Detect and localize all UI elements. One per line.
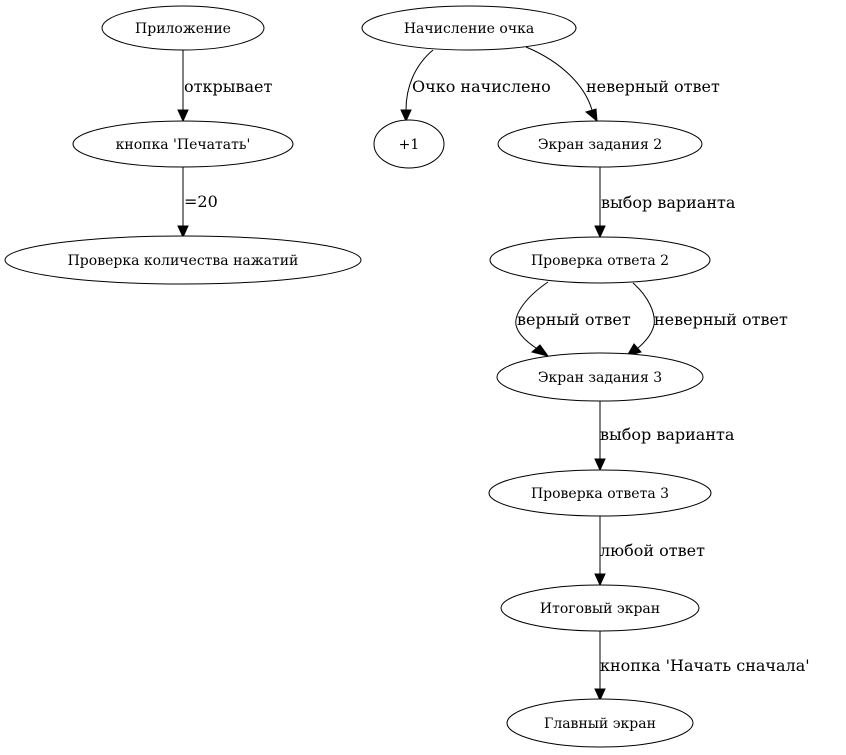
edge-award-to-plus: Очко начислено [400,49,551,123]
edge-label-restart-button: кнопка 'Начать сначала' [600,656,810,675]
node-task-screen-2-label: Экран задания 2 [538,137,662,153]
edge-label-any-answer: любой ответ [600,541,705,560]
node-answer-check-2: Проверка ответа 2 [489,236,711,284]
edge-label-point-awarded: Очко начислено [412,77,551,96]
node-point-award-label: Начисление очка [404,21,534,37]
edge-check3-to-final: любой ответ [594,516,705,587]
edge-app-to-print: открывает [177,50,272,123]
node-point-award: Начисление очка [361,5,577,51]
edge-check2-to-task3-correct: верный ответ [515,281,631,357]
node-answer-check-2-label: Проверка ответа 2 [531,253,669,269]
edge-label-wrong-answer-top: неверный ответ [586,77,720,96]
node-answer-check-3-label: Проверка ответа 3 [531,486,669,502]
edge-label-opens: открывает [184,77,272,96]
edge-label-choose-option-2: выбор варианта [600,425,735,444]
edge-award-to-task2: неверный ответ [525,46,720,123]
edge-label-correct-answer: верный ответ [517,310,631,329]
node-task-screen-2: Экран задания 2 [497,120,703,168]
node-press-count-check: Проверка количества нажатий [4,235,362,285]
node-print-button-label: кнопка 'Печатать' [116,137,251,153]
node-final-screen-label: Итоговый экран [540,601,660,617]
node-plus-one-label: +1 [399,137,420,153]
node-app-label: Приложение [135,21,231,37]
edge-task3-to-check3: выбор варианта [594,401,735,472]
node-app: Приложение [101,5,265,51]
edge-task2-to-check2: выбор варианта [594,167,736,239]
node-main-screen-label: Главный экран [544,716,656,732]
node-answer-check-3: Проверка ответа 3 [488,469,712,517]
node-task-screen-3-label: Экран задания 3 [538,370,662,386]
node-task-screen-3: Экран задания 3 [496,352,704,402]
edge-label-wrong-answer-mid: неверный ответ [654,310,788,329]
edge-print-to-count: =20 [177,167,218,239]
node-main-screen: Главный экран [506,698,694,748]
node-final-screen: Итоговый экран [500,584,700,632]
edge-label-choose-option-1: выбор варианта [601,193,736,212]
node-press-count-check-label: Проверка количества нажатий [68,253,299,269]
node-print-button: кнопка 'Печатать' [72,120,294,168]
node-plus-one: +1 [373,119,445,169]
edge-check2-to-task3-wrong: неверный ответ [625,282,788,357]
edge-final-to-main: кнопка 'Начать сначала' [594,631,810,702]
edge-label-eq20: =20 [184,192,218,211]
